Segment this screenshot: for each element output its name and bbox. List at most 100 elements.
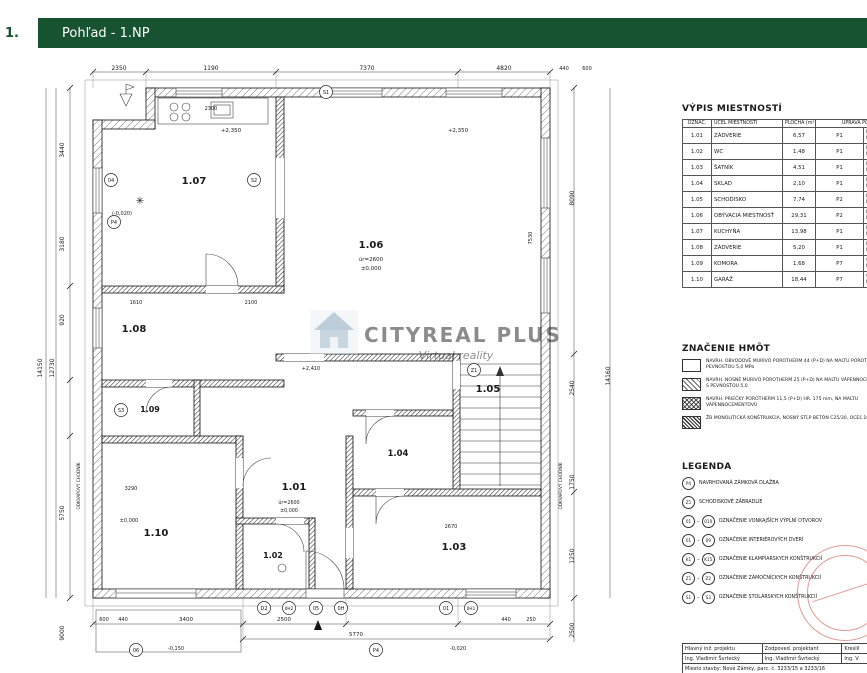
dimension-label: 920	[59, 314, 66, 326]
legend-symbol: S1	[682, 591, 695, 604]
room-name: KUCHYŇA	[711, 223, 783, 240]
legend-symbol: K1	[682, 553, 695, 566]
table-row: Ing. Vladimír Švrtecký Ing. Vladimír Švr…	[682, 653, 867, 664]
room-name: KOMORA	[711, 255, 783, 272]
legend-symbol-2: Z2	[701, 572, 715, 585]
room-label: 1.05	[476, 384, 501, 395]
slide-number: 1.	[0, 18, 38, 48]
dimension-label: 1610	[130, 300, 143, 306]
range-dash: –	[697, 537, 700, 544]
page-title: Pohľad - 1.NP	[62, 25, 150, 41]
dimension-label: 5750	[59, 505, 66, 520]
table-row: Miesto stavby: Nové Zámky, parc. č. 3233…	[682, 663, 867, 673]
legend-text: OZNAČENIE ZÁMOČNÍCKYCH KONŠTRUKCIÍ	[718, 576, 821, 581]
legend-symbol-range: – 010	[695, 515, 715, 528]
dimension-label: -0,020	[450, 646, 466, 652]
room-finish-code: P7	[815, 271, 864, 288]
legend-symbol-range: – Z2	[695, 572, 715, 585]
room-id: 1.05	[682, 191, 712, 208]
dimension-label: 2100	[245, 300, 258, 306]
dimension-label: 1190	[203, 65, 218, 72]
dimension-label: 5770	[349, 632, 363, 638]
tb-name-1: Ing. Vladimír Švrtecký	[682, 653, 763, 664]
header-bar: Pohľad - 1.NP	[38, 18, 867, 48]
table-row: Hlavný inž. projektu Zodpoved. projektan…	[682, 643, 867, 654]
room-finish: KERAM. DLAŽBA KERAM. SOKLÍK	[863, 127, 867, 144]
dimension-label: 2500	[277, 617, 291, 623]
dimension-label: 8090	[569, 190, 576, 205]
list-item: Z1 – Z2 OZNAČENIE ZÁMOČNÍCKYCH KONŠTRUKC…	[682, 572, 867, 585]
room-name: ŠATNÍK	[711, 159, 783, 176]
svg-text:S1: S1	[323, 90, 329, 96]
dimension-label: úr=2600	[359, 256, 384, 263]
walkway-outline	[84, 79, 559, 607]
legend-section: LEGENDA P4 NAVRHOVANÁ ZÁMKOVÁ DLAŽBA Z1 …	[682, 462, 867, 610]
legend-text: SCHODISKOVÉ ZÁBRADLIE	[699, 500, 763, 505]
svg-text:P4: P4	[373, 648, 379, 654]
dimension-label: 2670	[445, 524, 458, 530]
materials-legend-section: ZNAČENIE HMÔT NAVRH. OBVODOVÉ MURIVO POR…	[682, 344, 867, 435]
svg-text:D2: D2	[260, 606, 267, 612]
dimension-label: ODKVAPOVÝ CHODNÍK	[558, 462, 563, 509]
marker-circle: 06	[129, 643, 143, 657]
table-row: 1.03 ŠATNÍK 4,51 P1 KERAM. DLAŽBA KERAM.…	[682, 159, 867, 176]
list-item: ŽB MONOLITICKÁ KONŠTRUKCIA, NOSNÝ STĹP B…	[682, 416, 867, 429]
dimension-label: 7530	[528, 232, 534, 245]
legend-symbol-range: – S3	[695, 591, 715, 604]
dimension-label: ✳	[136, 196, 144, 207]
room-finish-code: P1	[815, 223, 864, 240]
dimension-label: 9000	[59, 625, 66, 640]
room-label: 1.03	[442, 542, 467, 553]
staircase	[460, 363, 541, 486]
room-label: 1.08	[122, 324, 147, 335]
room-finish-code: P1	[815, 143, 864, 160]
dimension-label: 2500	[569, 622, 576, 637]
room-label: 1.02	[263, 551, 283, 560]
dimension-chains	[45, 68, 611, 643]
doors	[145, 253, 405, 590]
watermark-logo	[310, 310, 358, 354]
marker-circle: 05	[309, 601, 323, 615]
room-schedule-table: OZNAČ. ÚČEL MIESTNOSTI PLOCHA (m²) ÚPRAV…	[682, 119, 867, 288]
room-finish-code: P1	[815, 127, 864, 144]
room-id: 1.07	[682, 223, 712, 240]
legend-symbol-range: – 09	[695, 534, 715, 547]
svg-text:0H1: 0H1	[467, 606, 476, 611]
tb-name-3: Ing. V	[841, 653, 867, 664]
tb-site: Miesto stavby: Nové Zámky, parc. č. 3233…	[682, 663, 867, 673]
watermark: CITYREAL PLUS Virtual reality	[310, 310, 560, 362]
material-text: NAVRH. PRIEČKY POROTHERM 11,5 (P+D) HR. …	[706, 397, 859, 408]
svg-text:P4: P4	[111, 220, 117, 226]
dimension-label: 4820	[496, 65, 511, 72]
materials-legend-title: ZNAČENIE HMÔT	[682, 344, 771, 354]
material-swatch	[682, 397, 701, 410]
table-row: 1.06 OBÝVACIA MIESTNOSŤ 29,31 P2 LAMINÁT…	[682, 207, 867, 224]
dimension-label: 440	[559, 66, 569, 72]
marker-circle: 0H	[334, 601, 348, 615]
col-plocha: PLOCHA (m²)	[782, 119, 816, 128]
room-label: 1.10	[144, 528, 169, 539]
room-area: 5,20	[782, 239, 816, 256]
entry-door-gap	[305, 588, 345, 599]
marker-circle: 0H1	[464, 601, 478, 615]
dimension-label: ODKVAPOVÝ CHODNÍK	[76, 462, 81, 509]
room-name: GARÁŽ	[711, 271, 783, 288]
marker-circle: Z1	[467, 363, 481, 377]
material-text: ŽB MONOLITICKÁ KONŠTRUKCIA, NOSNÝ STĹP B…	[706, 416, 867, 421]
list-item: S1 – S3 OZNAČENIE STOLÁRSKYCH KONŠTRUKCI…	[682, 591, 867, 604]
legend-symbol: 01	[682, 534, 695, 547]
tb-role-2: Zodpoved. projektant	[761, 643, 843, 654]
list-item: NAVRH. PRIEČKY POROTHERM 11,5 (P+D) HR. …	[682, 397, 867, 410]
dimension-label: (-0,020)	[112, 211, 132, 217]
room-finish: KERAM. DLAŽBA KERAM. SOKLÍK	[863, 175, 867, 192]
room-area: 4,51	[782, 159, 816, 176]
dimension-label: ±0,000	[280, 508, 298, 514]
room-name: WC	[711, 143, 783, 160]
dimension-label: 14150	[37, 358, 44, 377]
legend-symbol-2: 010	[701, 515, 715, 528]
marker-circle: S3	[114, 403, 128, 417]
dimension-label: 250	[526, 617, 536, 623]
svg-text:Z1: Z1	[471, 368, 478, 374]
